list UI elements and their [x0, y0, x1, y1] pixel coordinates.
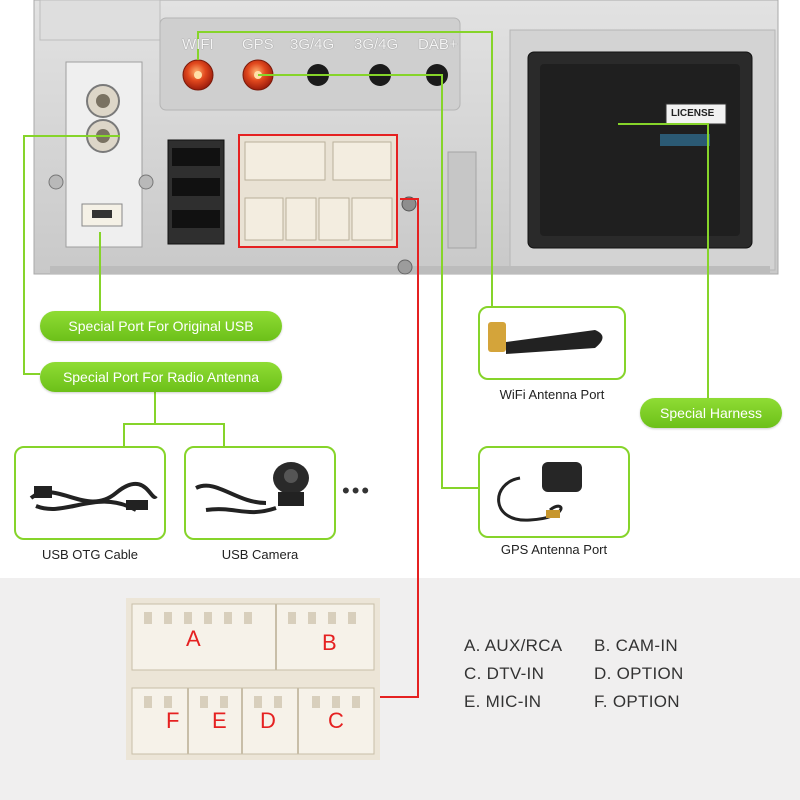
otg-cable-image: [29, 481, 158, 512]
red-callout-line: [380, 198, 419, 698]
dab-label: DAB+: [418, 36, 458, 53]
usb-camera-caption: USB Camera: [221, 547, 299, 562]
chassis-tab: [39, 0, 161, 41]
wifi-antenna-caption: WiFi Antenna Port: [499, 387, 605, 402]
connector-letter-e: E: [212, 708, 227, 733]
mini-usb-port: [92, 210, 112, 218]
wifi-label: WIFI: [182, 36, 214, 53]
callout-original-usb: Special Port For Original USB: [40, 311, 282, 341]
usb-camera-image: [195, 462, 309, 515]
usb-camera-box: [184, 446, 336, 540]
legend-e: E. MIC-IN: [464, 692, 542, 711]
callout-original-usb-text: Special Port For Original USB: [68, 318, 254, 334]
connector-letter-f: F: [166, 708, 180, 733]
legend-b: B. CAM-IN: [594, 636, 678, 655]
connector-letter-b: B: [322, 630, 337, 655]
4g-label-2: 3G/4G: [354, 36, 399, 53]
4g-label-1: 3G/4G: [290, 36, 335, 53]
antenna-recess: [159, 17, 461, 111]
connector-zoom: [126, 598, 380, 760]
otg-cable-caption: USB OTG Cable: [41, 547, 139, 562]
wifi-antenna-box: [478, 306, 626, 380]
legend-d: D. OPTION: [594, 664, 684, 683]
gps-antenna-image: [497, 462, 582, 522]
callout-radio-antenna-text: Special Port For Radio Antenna: [62, 369, 260, 385]
callout-special-harness-text: Special Harness: [660, 405, 762, 421]
connector-letter-d: D: [260, 708, 276, 733]
legend-a: A. AUX/RCA: [464, 636, 563, 655]
more-accessories-dots: •••: [342, 478, 372, 503]
callout-radio-antenna: Special Port For Radio Antenna: [40, 362, 282, 392]
side-slot: [447, 151, 477, 249]
legend-f: F. OPTION: [594, 692, 680, 711]
otg-cable-box: [14, 446, 166, 540]
gps-antenna-box: [478, 446, 630, 538]
connector-letter-a: A: [186, 626, 201, 651]
callout-special-harness: Special Harness: [640, 398, 782, 428]
connector-letter-c: C: [328, 708, 344, 733]
legend-c: C. DTV-IN: [464, 664, 545, 683]
wifi-antenna-image: [488, 322, 603, 354]
gps-antenna-caption: GPS Antenna Port: [500, 542, 608, 557]
gps-label: GPS: [242, 36, 274, 53]
license-label: LICENSE: [671, 108, 715, 119]
callout-lines: [23, 31, 709, 489]
